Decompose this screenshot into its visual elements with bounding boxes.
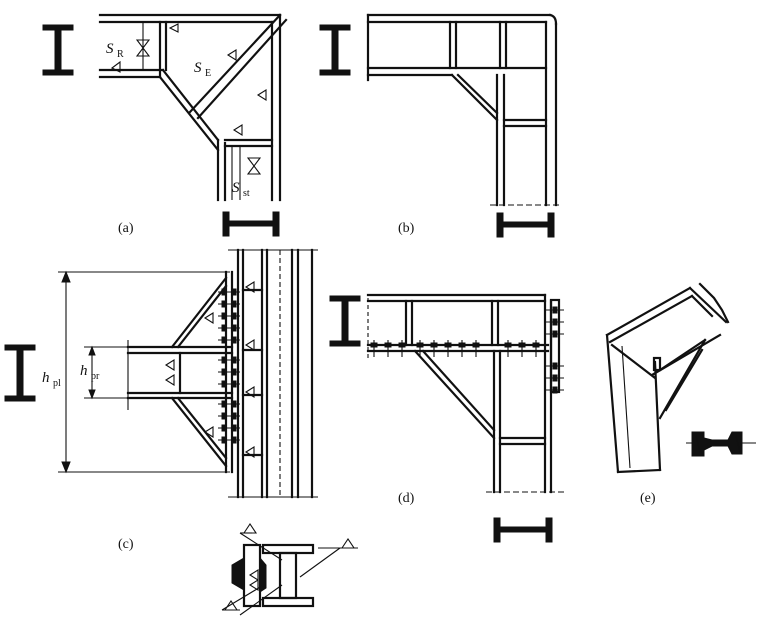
panel-d-i-section-icon (329, 295, 361, 347)
label-hpl: h (42, 370, 50, 386)
panel-c-i-section-icon (4, 344, 36, 402)
caption-c: (c) (118, 537, 134, 552)
label-hpr: h (80, 363, 88, 379)
panel-c-bolts (218, 288, 240, 444)
panel-d-bolts (370, 306, 564, 394)
panel-d-bottom-i-icon (493, 517, 553, 543)
panel-b-i-section-icon (319, 24, 351, 76)
label-hpl-sub: pl (53, 378, 61, 389)
label-se: S (194, 60, 202, 76)
caption-a: (a) (118, 221, 134, 236)
caption-b: (b) (398, 221, 415, 236)
panel-c-section-detail (221, 523, 358, 616)
label-hpr-sub: pr (91, 371, 100, 382)
caption-e: (e) (640, 491, 656, 506)
panel-e-section-icon (686, 431, 756, 457)
label-sr: S (106, 41, 114, 57)
panel-a-bottom-i-icon (222, 211, 280, 237)
panel-a: S R S E S st (a) (42, 13, 288, 237)
panel-c: h pl h pr (4, 248, 358, 616)
panel-a-i-section-icon (42, 24, 74, 76)
label-se-sub: E (205, 68, 211, 79)
panel-b-bottom-i-icon (496, 212, 555, 238)
caption-d: (d) (398, 491, 415, 506)
label-sr-sub: R (117, 49, 124, 60)
panel-d: (d) (329, 293, 566, 543)
label-sst-sub: st (243, 188, 250, 199)
panel-b: (b) (319, 13, 562, 238)
label-sst: S (232, 180, 240, 196)
panel-e: (e) (605, 282, 756, 506)
